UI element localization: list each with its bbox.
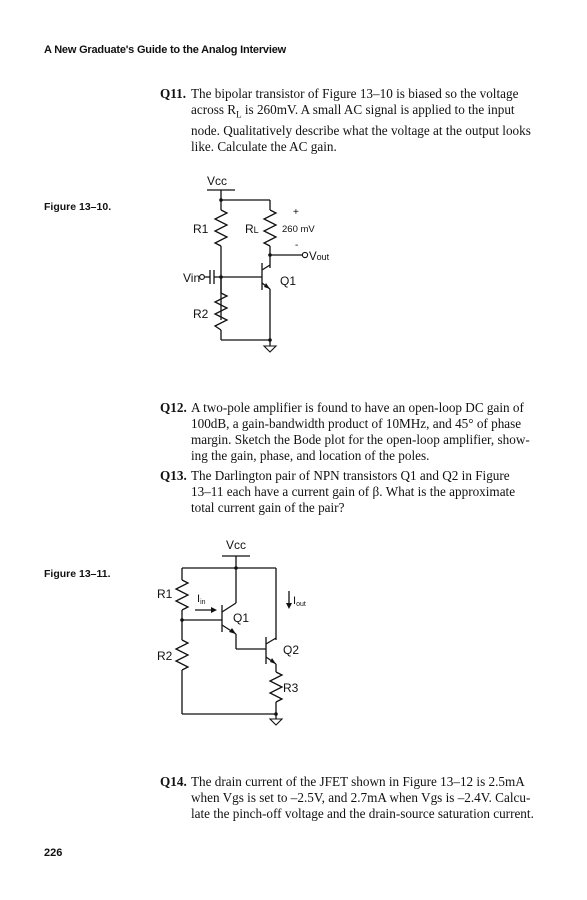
question-number: Q11.	[160, 86, 187, 101]
question-number: Q14.	[160, 774, 187, 789]
question-number: Q13.	[160, 468, 187, 483]
r3-resistor	[268, 671, 284, 703]
question-13: Q13. The Darlington pair of NPN transist…	[160, 468, 550, 516]
circuit-13-11: Vcc R1 Iin Q1 Iout Q	[157, 538, 306, 726]
r1-label: R1	[193, 222, 209, 236]
ground-icon	[268, 718, 284, 726]
page-number: 226	[44, 847, 63, 859]
question-14: Q14. The drain current of the JFET shown…	[160, 774, 550, 822]
question-text: A two-pole amplifier is found to have an…	[191, 400, 530, 463]
question-12: Q12. A two-pole amplifier is found to ha…	[160, 400, 550, 464]
question-11: Q11. The bipolar transistor of Figure 13…	[160, 86, 550, 155]
question-text: The bipolar transistor of Figure 13–10 i…	[191, 86, 531, 154]
q2-label: Q2	[283, 643, 299, 657]
r1-resistor	[213, 209, 229, 247]
r2-resistor	[213, 292, 229, 331]
vout-terminal	[301, 251, 309, 259]
iin-label: Iin	[197, 593, 206, 606]
q1-label: Q1	[233, 611, 249, 625]
ground-icon	[262, 345, 278, 353]
r3-label: R3	[283, 681, 299, 695]
vcc-label: Vcc	[226, 538, 246, 552]
figure-label-13-11: Figure 13–11.	[44, 568, 111, 580]
voltage-label: 260 mV	[282, 224, 315, 235]
r2-label: R2	[157, 649, 173, 663]
vin-label: Vin	[183, 271, 200, 285]
r1-resistor	[174, 579, 190, 611]
iout-label: Iout	[293, 595, 306, 608]
question-text: The Darlington pair of NPN transistors Q…	[191, 468, 516, 515]
minus-sign: -	[295, 240, 298, 251]
figure-label-13-10: Figure 13–10.	[44, 201, 112, 213]
q1-label: Q1	[280, 274, 296, 288]
r2-resistor	[174, 639, 190, 671]
vout-label: Vout	[309, 251, 330, 263]
r1-label: R1	[157, 587, 173, 601]
question-number: Q12.	[160, 400, 187, 415]
plus-sign: +	[293, 207, 299, 218]
circuit-13-10: Vcc R1 RL + 260 mV - Vout Q1 Vin	[183, 174, 330, 353]
rl-label: RL	[245, 222, 259, 236]
running-header: A New Graduate's Guide to the Analog Int…	[44, 44, 286, 56]
r2-label: R2	[193, 307, 209, 321]
rl-resistor	[262, 209, 278, 247]
vcc-label: Vcc	[207, 174, 227, 188]
question-text: The drain current of the JFET shown in F…	[191, 774, 534, 821]
